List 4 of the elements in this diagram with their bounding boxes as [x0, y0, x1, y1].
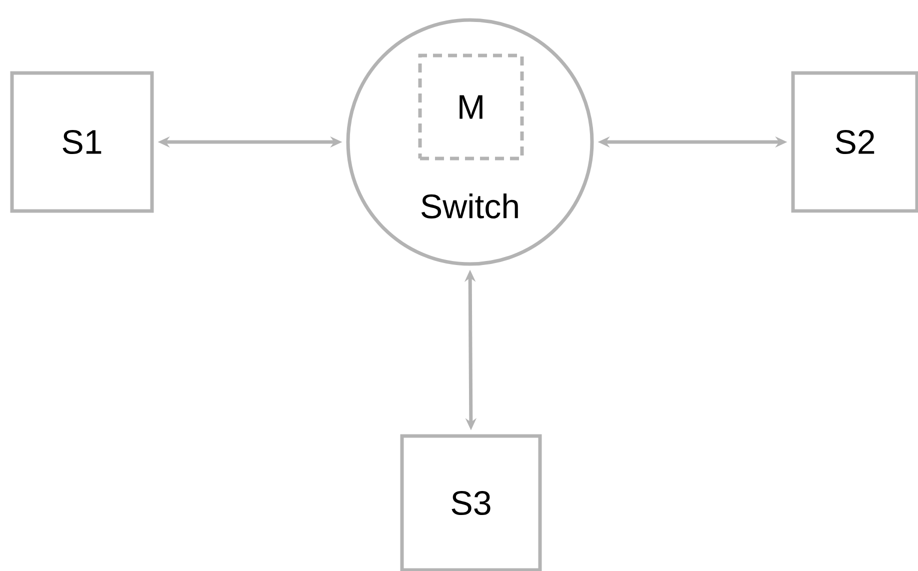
station-box: S3 [400, 434, 542, 571]
station-box: S2 [791, 71, 918, 213]
module-box: M [418, 54, 524, 160]
station-box: S1 [10, 71, 154, 213]
